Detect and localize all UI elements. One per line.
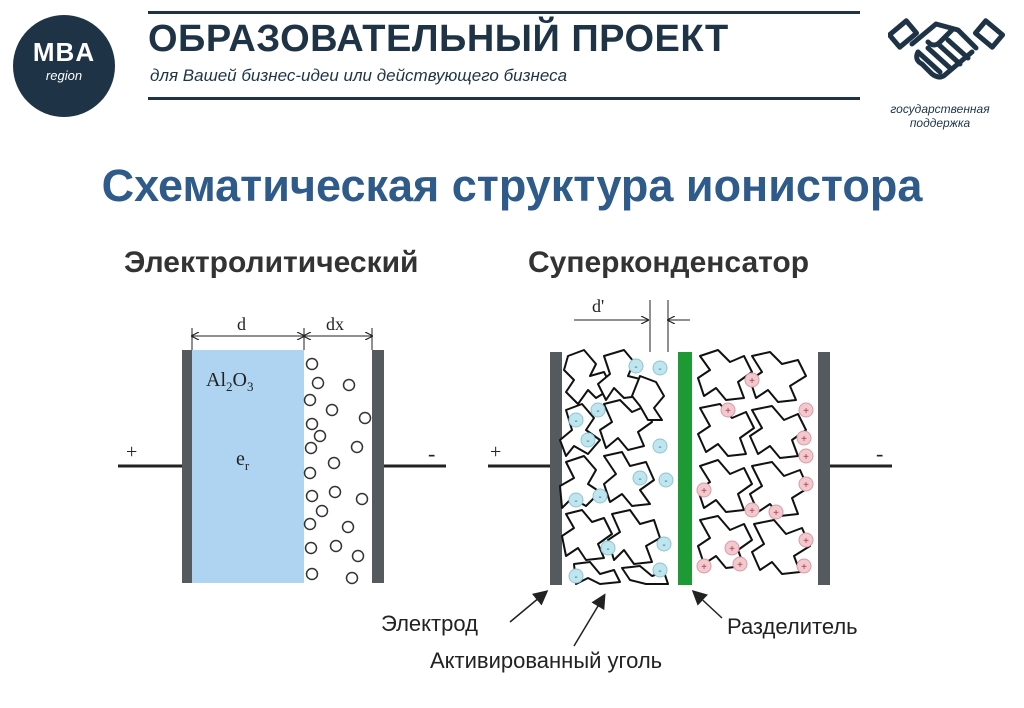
svg-text:-: -: [606, 544, 609, 555]
header-top-rule: [148, 11, 860, 14]
svg-text:+: +: [701, 486, 707, 497]
electrode-label: Электрод: [381, 611, 478, 636]
svg-text:-: -: [664, 476, 667, 487]
right-plus-terminal: +: [490, 441, 502, 463]
separator-label: Разделитель: [727, 614, 858, 639]
activated-carbon-label: Активированный уголь: [430, 648, 663, 673]
left-plus-terminal: +: [126, 441, 138, 463]
svg-text:+: +: [749, 376, 755, 387]
svg-text:+: +: [801, 562, 807, 573]
banner-title: ОБРАЗОВАТЕЛЬНЫЙ ПРОЕКТ: [148, 18, 729, 60]
svg-text:-: -: [574, 496, 577, 507]
logo: [13, 15, 115, 117]
oxide-label: Al2O3: [206, 369, 254, 394]
svg-text:-: -: [586, 436, 589, 447]
slide-title: Схематическая структура ионистора: [101, 160, 923, 211]
thickness-d-label: d: [237, 314, 246, 334]
permittivity-label: er: [236, 448, 250, 473]
right-minus-terminal: -: [876, 441, 884, 466]
banner-subtitle: для Вашей бизнес-идеи или действующего б…: [150, 66, 568, 85]
gov-support-label: государственная поддержка: [890, 102, 990, 130]
left-minus-terminal: -: [428, 441, 436, 466]
handshake-icon: [888, 18, 1006, 80]
svg-text:+: +: [803, 406, 809, 417]
electrolytic-capacitor: [118, 328, 446, 585]
svg-text:-: -: [658, 566, 661, 577]
svg-text:+: +: [729, 544, 735, 555]
svg-text:+: +: [737, 560, 743, 571]
supercap-heading: Суперконденсатор: [528, 246, 810, 279]
svg-text:-: -: [596, 406, 599, 417]
svg-text:-: -: [658, 364, 661, 375]
svg-text:+: +: [803, 480, 809, 491]
svg-text:+: +: [803, 452, 809, 463]
svg-text:+: +: [749, 506, 755, 517]
svg-text:+: +: [803, 536, 809, 547]
electrolytic-heading: Электролитический: [124, 246, 419, 279]
svg-text:+: +: [773, 508, 779, 519]
supercapacitor: --- --- --- --- -- +++ +++ +++ +++ ++: [488, 300, 892, 647]
svg-text:-: -: [658, 442, 661, 453]
svg-text:-: -: [662, 540, 665, 551]
svg-text:-: -: [574, 416, 577, 427]
svg-text:-: -: [638, 474, 641, 485]
logo-subtext: region: [45, 68, 83, 83]
svg-text:+: +: [801, 434, 807, 445]
header-bottom-rule: [148, 97, 860, 100]
svg-text:+: +: [701, 562, 707, 573]
svg-text:-: -: [598, 492, 601, 503]
d-prime-label: d': [592, 296, 605, 316]
svg-text:+: +: [725, 406, 731, 417]
svg-text:-: -: [574, 572, 577, 583]
thickness-dx-label: dx: [326, 314, 344, 334]
logo-text: MBA: [32, 37, 96, 67]
svg-text:-: -: [634, 362, 637, 373]
